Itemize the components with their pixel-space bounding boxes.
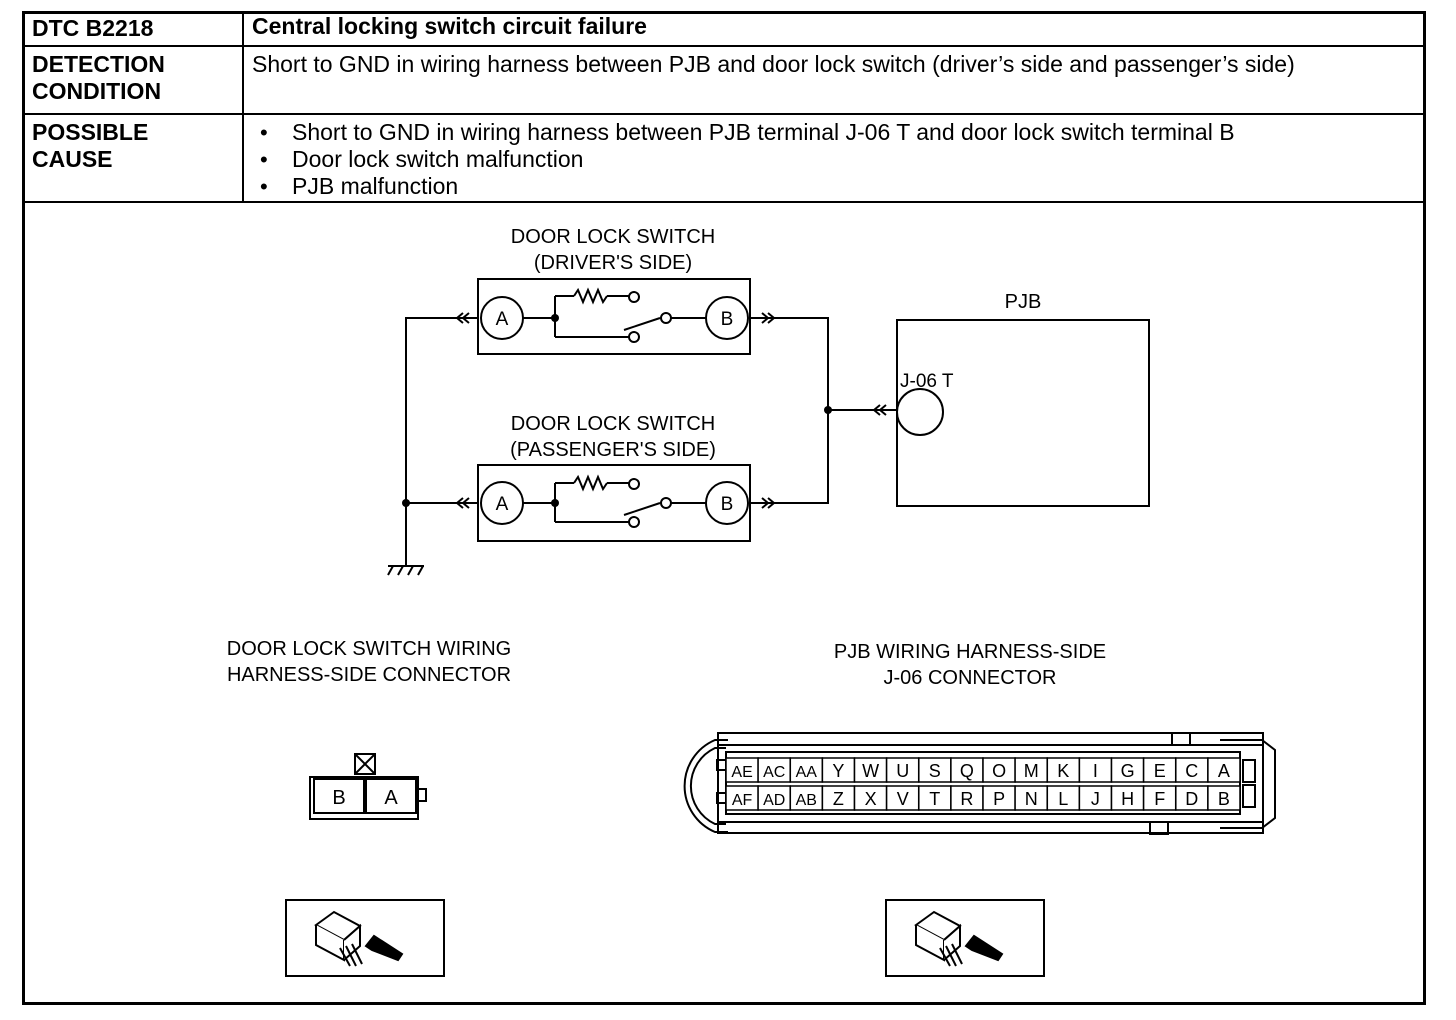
pjb-pin-label: C (1185, 761, 1198, 781)
pjb-junction-dot (824, 406, 832, 414)
pjb-pin-cell (821, 757, 856, 783)
pjb-pin-label: T (929, 789, 940, 809)
passenger-junction-dot (551, 499, 559, 507)
possible-cause-label-line-1: POSSIBLE (32, 119, 149, 145)
door-pin-label: A (384, 787, 398, 809)
pjb-pin-label: R (960, 789, 973, 809)
pjb-pin-label: E (1154, 761, 1166, 781)
driver-switch-box (477, 278, 751, 355)
pjb-pin-cell (885, 785, 920, 811)
pjb-pin-cell (1207, 757, 1241, 783)
cause-item: Short to GND in wiring harness between P… (260, 119, 1424, 146)
pjb-pin-cell (821, 785, 856, 811)
detection-row: DETECTION CONDITION Short to GND in wiri… (22, 45, 1426, 115)
pjb-connector-subtitle: J-06 CONNECTOR (884, 667, 1057, 689)
pjb-title: PJB (1005, 291, 1042, 313)
pjb-terminal-circle (896, 388, 944, 436)
dtc-description-cell: Central locking switch circuit failure (242, 11, 1426, 47)
pjb-pin-label: AB (796, 792, 817, 809)
pjb-pin-label: AF (732, 792, 753, 809)
pjb-pin-label: W (862, 761, 879, 781)
driver-terminal-a-label: A (496, 309, 509, 330)
pjb-pin-label: L (1058, 789, 1068, 809)
detection-label-line-2: CONDITION (32, 78, 162, 104)
pjb-pin-cell (1014, 785, 1048, 811)
pjb-pin-label: AA (796, 764, 818, 781)
pjb-terminal-label: J-06 T (900, 371, 954, 392)
door-connector-body (309, 753, 427, 820)
pjb-pin-cell (1110, 757, 1145, 783)
driver-switch-title: DOOR LOCK SWITCH (511, 226, 715, 248)
pjb-pin-label: AC (763, 764, 785, 781)
possible-cause-label-cell: POSSIBLE CAUSE (22, 113, 244, 203)
pjb-connector-title: PJB WIRING HARNESS-SIDE (834, 641, 1106, 663)
detection-label-cell: DETECTION CONDITION (22, 45, 244, 115)
door-pin-label: B (332, 787, 345, 809)
pjb-pin-cell (950, 757, 984, 783)
passenger-terminal-a-label: A (496, 494, 509, 515)
pjb-pin-label: Q (960, 761, 974, 781)
pjb-pin-label: AE (731, 764, 752, 781)
passenger-switch-subtitle: (PASSENGER'S SIDE) (510, 439, 716, 461)
detection-value-cell: Short to GND in wiring harness between P… (242, 45, 1426, 115)
pjb-pin-label: B (1218, 789, 1230, 809)
dtc-row: DTC B2218 Central locking switch circuit… (22, 11, 1426, 47)
cause-item: Door lock switch malfunction (260, 146, 1424, 173)
dtc-table: DTC B2218 Central locking switch circuit… (22, 11, 1426, 203)
pjb-pin-label: J (1091, 789, 1100, 809)
pjb-pin-label: M (1024, 761, 1039, 781)
detection-label-line-1: DETECTION (32, 51, 165, 77)
pjb-view-direction-icon (885, 899, 1045, 977)
pjb-pin-label: Y (832, 761, 844, 781)
possible-cause-row: POSSIBLE CAUSE Short to GND in wiring ha… (22, 113, 1426, 203)
pjb-pin-label: U (896, 761, 909, 781)
pjb-pin-label: F (1154, 789, 1165, 809)
connector-chevrons (455, 312, 887, 509)
pjb-pin-cell (1046, 757, 1081, 783)
pjb-pin-label: O (992, 761, 1006, 781)
pjb-pin-cell (918, 785, 952, 811)
possible-cause-value-cell: Short to GND in wiring harness between P… (242, 113, 1426, 203)
driver-terminal-b-label: B (721, 309, 734, 330)
pjb-pin-cell (1078, 757, 1113, 783)
possible-cause-label-line-2: CAUSE (32, 146, 113, 172)
pjb-pin-label: S (929, 761, 941, 781)
driver-junction-dot (551, 314, 559, 322)
door-view-direction-icon (285, 899, 445, 977)
pjb-pin-label: D (1185, 789, 1198, 809)
pjb-pin-label: G (1121, 761, 1135, 781)
passenger-terminal-b-label: B (721, 494, 734, 515)
pjb-pin-cell (1142, 785, 1177, 811)
pjb-pin-label: X (865, 789, 877, 809)
pjb-pin-cell (1175, 785, 1209, 811)
driver-switch-subtitle: (DRIVER'S SIDE) (534, 252, 692, 274)
pjb-pin-label: V (897, 789, 909, 809)
door-connector-title: DOOR LOCK SWITCH WIRING (227, 638, 511, 660)
pjb-pin-label: AD (763, 792, 785, 809)
pjb-pin-cell (1207, 785, 1241, 811)
pjb-pin-cell (1078, 785, 1113, 811)
pjb-pin-cell (1014, 757, 1048, 783)
pjb-connector-body (683, 732, 1276, 835)
passenger-switch-internals (480, 474, 749, 528)
pjb-pin-label: N (1025, 789, 1038, 809)
cause-item: PJB malfunction (260, 173, 1424, 200)
ground-junction-dot (402, 499, 410, 507)
pjb-pin-label: K (1057, 761, 1069, 781)
pjb-pin-label: H (1121, 789, 1134, 809)
pjb-pin-label: Z (833, 789, 844, 809)
door-connector-subtitle: HARNESS-SIDE CONNECTOR (227, 664, 511, 686)
pjb-pin-label: I (1093, 761, 1098, 781)
dtc-code-cell: DTC B2218 (22, 11, 244, 47)
cause-list: Short to GND in wiring harness between P… (252, 119, 1424, 200)
passenger-switch-title: DOOR LOCK SWITCH (511, 413, 715, 435)
pjb-pin-cell (757, 785, 791, 811)
pjb-pin-label: A (1218, 761, 1230, 781)
driver-switch-internals (480, 287, 749, 343)
pjb-pin-label: P (993, 789, 1005, 809)
pjb-pin-cell (950, 785, 984, 811)
